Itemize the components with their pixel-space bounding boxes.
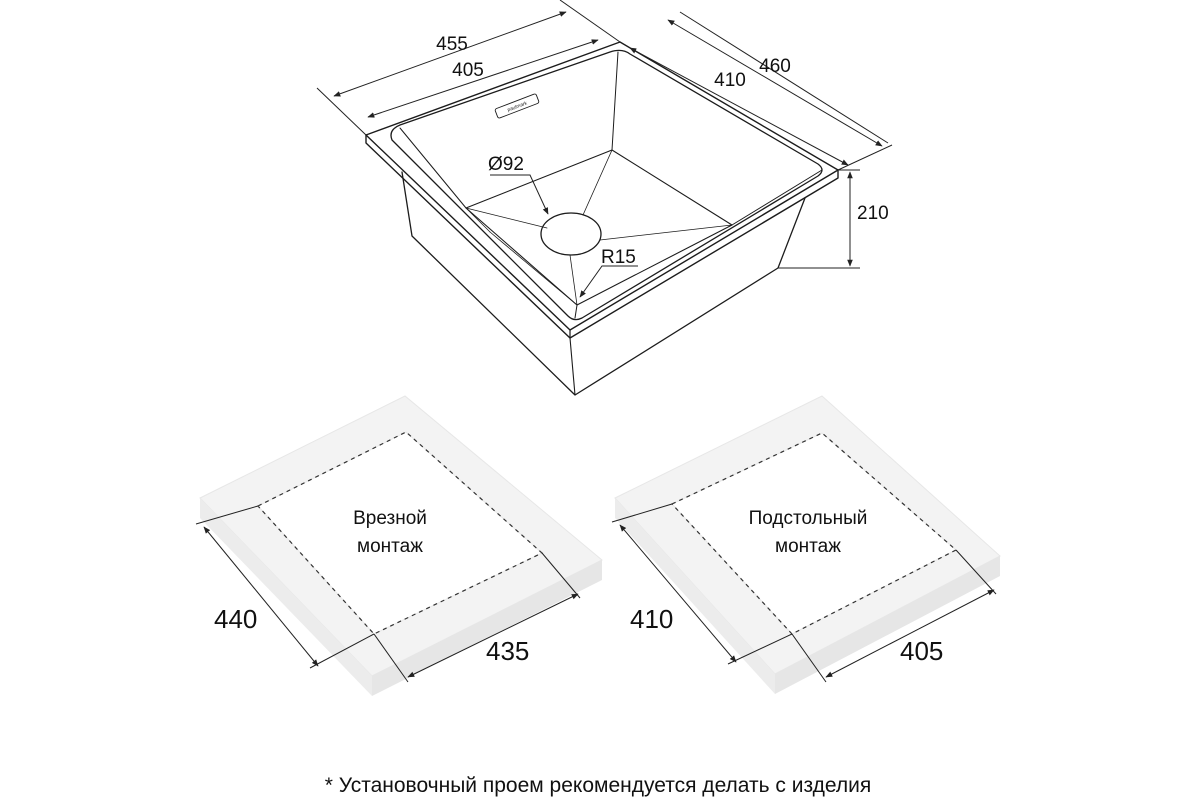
- sink-rim-edge: [365, 134, 839, 339]
- flush-label-line2: монтаж: [357, 536, 423, 557]
- sink-bowl-body: [401, 171, 806, 396]
- undermount-label-line1: Подстольный: [749, 508, 868, 529]
- flush-dim-bottom: 435: [486, 636, 529, 666]
- undermount-label-line2: монтаж: [775, 536, 841, 557]
- dim-radius: R15: [601, 247, 636, 268]
- dim-line-405-under: [825, 589, 995, 678]
- undermount-dim-bottom: 405: [900, 636, 943, 666]
- sink-rim-outer: [365, 41, 839, 331]
- dim-drain: Ø92: [488, 154, 524, 175]
- sink-dimensions: 455 405 410 460 210 Ø92 R15: [316, 0, 893, 298]
- footnote: * Установочный проем рекомендуется делат…: [325, 774, 871, 797]
- sink-drawing: paulmark: [365, 41, 839, 396]
- dim-line-460: [667, 19, 883, 147]
- dim-inner-depth: 410: [714, 70, 746, 91]
- dim-line-435: [407, 593, 579, 678]
- dim-inner-width: 405: [452, 60, 484, 81]
- flush-label-line1: Врезной: [353, 508, 427, 529]
- dim-line-405: [367, 39, 599, 118]
- flush-mount-diagram: Врезной монтаж 440 435: [195, 395, 603, 696]
- undermount-diagram: Подстольный монтаж 410 405: [611, 395, 1001, 694]
- undermount-dim-left: 410: [630, 604, 673, 634]
- leader-radius: [579, 265, 638, 298]
- brand-plate: paulmark: [494, 93, 540, 119]
- dim-outer-depth: 460: [759, 56, 791, 77]
- dim-outer-width: 455: [436, 34, 468, 55]
- undermount-cutout-outline: [671, 432, 958, 635]
- dim-line-410-under: [619, 524, 737, 663]
- drain-hole: [540, 212, 602, 256]
- dim-line-440: [203, 526, 319, 667]
- dim-height: 210: [857, 203, 889, 224]
- flush-dim-left: 440: [214, 604, 257, 634]
- leader-drain: [490, 174, 549, 215]
